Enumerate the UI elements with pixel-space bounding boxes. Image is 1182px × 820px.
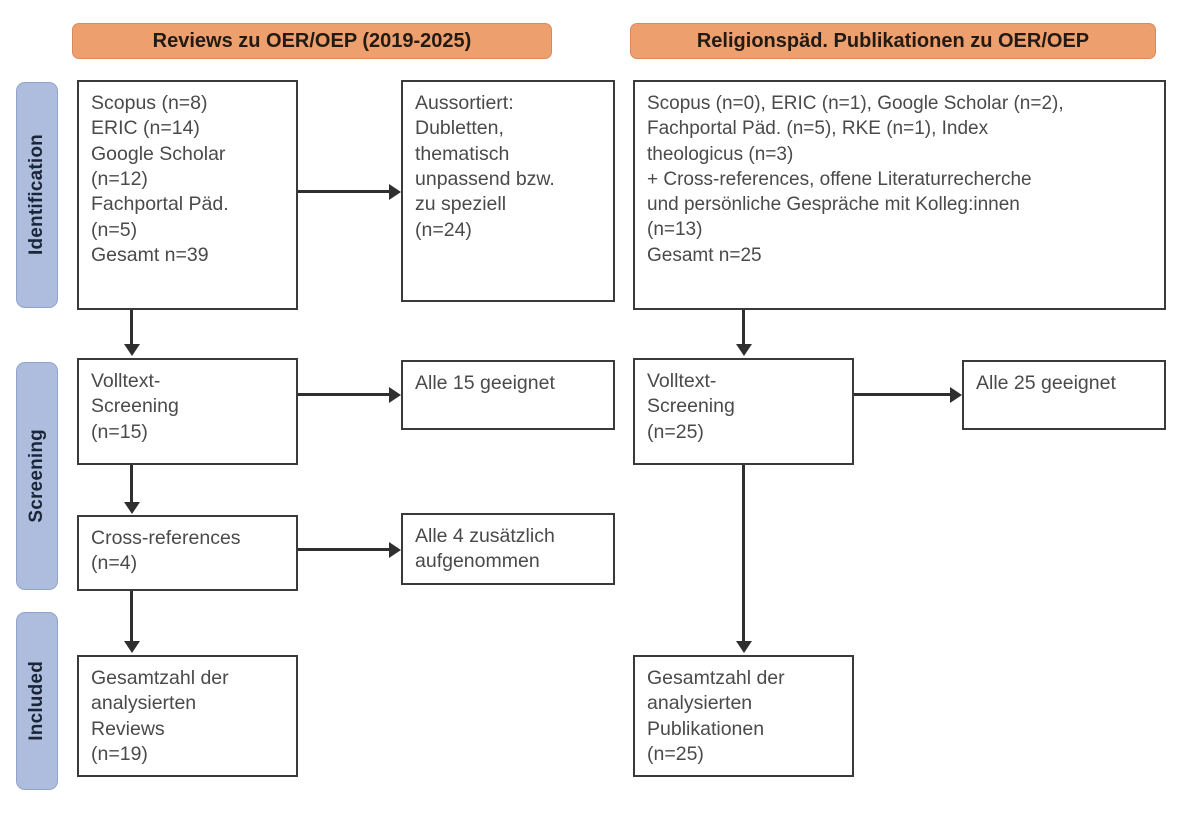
arrowhead-left-crossrefs-to-included	[123, 641, 140, 653]
left-identification-box: Scopus (n=8) ERIC (n=14) Google Scholar …	[77, 80, 298, 310]
arrowhead-right-ident-to-screening	[735, 344, 752, 356]
arrowhead-left-ident-to-screening	[123, 344, 140, 356]
arrowhead-left-screening-to-crossrefs	[123, 502, 140, 514]
left-cross-references-box: Cross-references (n=4)	[77, 515, 298, 591]
connector-left-ident-to-excluded	[298, 190, 389, 193]
right-screening-box: Volltext- Screening (n=25)	[633, 358, 854, 465]
column-header-reviews-label: Reviews zu OER/OEP (2019-2025)	[152, 29, 472, 52]
right-identification-box: Scopus (n=0), ERIC (n=1), Google Scholar…	[633, 80, 1166, 310]
column-header-reviews: Reviews zu OER/OEP (2019-2025)	[72, 23, 552, 59]
left-included-box: Gesamtzahl der analysierten Reviews (n=1…	[77, 655, 298, 777]
connector-right-screening-to-included	[742, 465, 745, 643]
column-header-publications: Religionspäd. Publikationen zu OER/OEP	[630, 23, 1156, 59]
right-screening-result-box: Alle 25 geeignet	[962, 360, 1166, 430]
connector-left-crossrefs-to-result	[298, 548, 389, 551]
left-cross-references-result-box: Alle 4 zusätzlich aufgenommen	[401, 513, 615, 585]
left-screening-box: Volltext- Screening (n=15)	[77, 358, 298, 465]
phase-bar-screening: Screening	[16, 362, 58, 590]
arrowhead-left-screening-to-result	[389, 386, 401, 403]
connector-right-screening-to-result	[854, 393, 950, 396]
phase-label-screening: Screening	[26, 429, 47, 523]
connector-left-screening-to-crossrefs	[130, 465, 133, 504]
arrowhead-right-screening-to-result	[950, 386, 962, 403]
right-included-box: Gesamtzahl der analysierten Publikatione…	[633, 655, 854, 777]
arrowhead-right-screening-to-included	[735, 641, 752, 653]
left-excluded-box: Aussortiert: Dubletten, thematisch unpas…	[401, 80, 615, 302]
left-screening-result-box: Alle 15 geeignet	[401, 360, 615, 430]
connector-right-ident-to-screening	[742, 310, 745, 346]
phase-bar-identification: Identification	[16, 82, 58, 308]
phase-label-included: Included	[26, 661, 47, 741]
phase-label-identification: Identification	[26, 134, 47, 256]
phase-bar-included: Included	[16, 612, 58, 790]
arrowhead-left-crossrefs-to-result	[389, 541, 401, 558]
arrowhead-left-ident-to-excluded	[389, 183, 401, 200]
connector-left-crossrefs-to-included	[130, 591, 133, 643]
connector-left-screening-to-result	[298, 393, 389, 396]
column-header-publications-label: Religionspäd. Publikationen zu OER/OEP	[696, 29, 1090, 52]
connector-left-ident-to-screening	[130, 310, 133, 346]
